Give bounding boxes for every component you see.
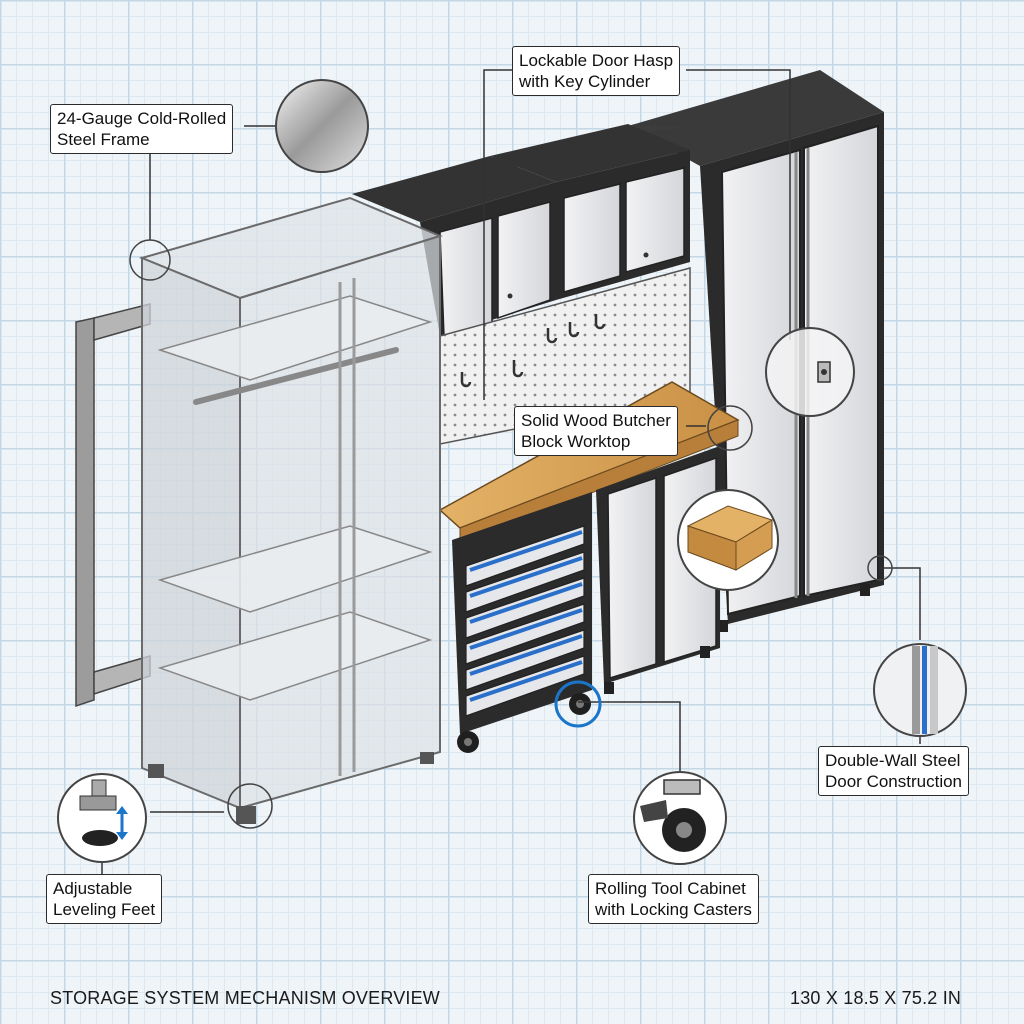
steel-frame-cabinet <box>138 196 443 824</box>
callout-door-hasp-line2: with Key Cylinder <box>519 72 651 91</box>
callout-leveling-feet-line1: Adjustable <box>53 879 133 898</box>
callout-door-construction-line1: Double-Wall Steel <box>825 751 961 770</box>
drawer-handle <box>469 634 583 676</box>
callout-leveling-feet: Adjustable Leveling Feet <box>46 874 163 924</box>
drawer-handle <box>469 556 583 598</box>
callout-casters: Rolling Tool Cabinet with Locking Caster… <box>588 874 759 924</box>
caster-detail-circle <box>554 680 727 865</box>
callout-door-hasp-line1: Lockable Door Hasp <box>519 51 674 70</box>
callout-leveling-feet-line2: Leveling Feet <box>53 900 156 919</box>
callout-casters-line2: with Locking Casters <box>595 900 752 919</box>
callout-steel-frame-line1: 24-Gauge Cold-Rolled <box>57 109 227 128</box>
drawer-handle <box>469 530 583 572</box>
drawer-handle <box>469 582 583 624</box>
callout-worktop: Solid Wood Butcher Block Worktop <box>514 406 678 456</box>
footer-dimensions: 130 X 18.5 X 75.2 IN <box>790 988 962 1008</box>
callout-door-construction-line2: Door Construction <box>825 772 963 791</box>
base-cabinet <box>596 446 720 694</box>
hasp-detail-circle <box>765 327 855 417</box>
worktop-detail-circle <box>677 405 779 591</box>
drawer-handle <box>469 608 583 650</box>
feet-detail-circle <box>57 773 273 863</box>
wall-mount-rail <box>75 303 151 708</box>
callout-worktop-line2: Block Worktop <box>521 432 631 451</box>
drawer-handle <box>469 660 583 702</box>
callout-steel-frame: 24-Gauge Cold-Rolled Steel Frame <box>50 104 234 154</box>
callout-door-hasp: Lockable Door Hasp with Key Cylinder <box>512 46 681 96</box>
callout-casters-line1: Rolling Tool Cabinet <box>595 879 746 898</box>
frame-detail-circle <box>129 79 369 281</box>
footer-title: STORAGE SYSTEM MECHANISM OVERVIEW <box>50 988 440 1008</box>
callout-door-construction: Double-Wall Steel Door Construction <box>818 746 970 796</box>
rolling-tool-cabinet <box>452 492 592 753</box>
door-detail-circle <box>867 555 967 737</box>
upper-wall-cabinets <box>352 124 690 337</box>
callout-steel-frame-line2: Steel Frame <box>57 130 150 149</box>
callout-worktop-line1: Solid Wood Butcher <box>521 411 671 430</box>
callout-leader-lines <box>101 69 921 874</box>
